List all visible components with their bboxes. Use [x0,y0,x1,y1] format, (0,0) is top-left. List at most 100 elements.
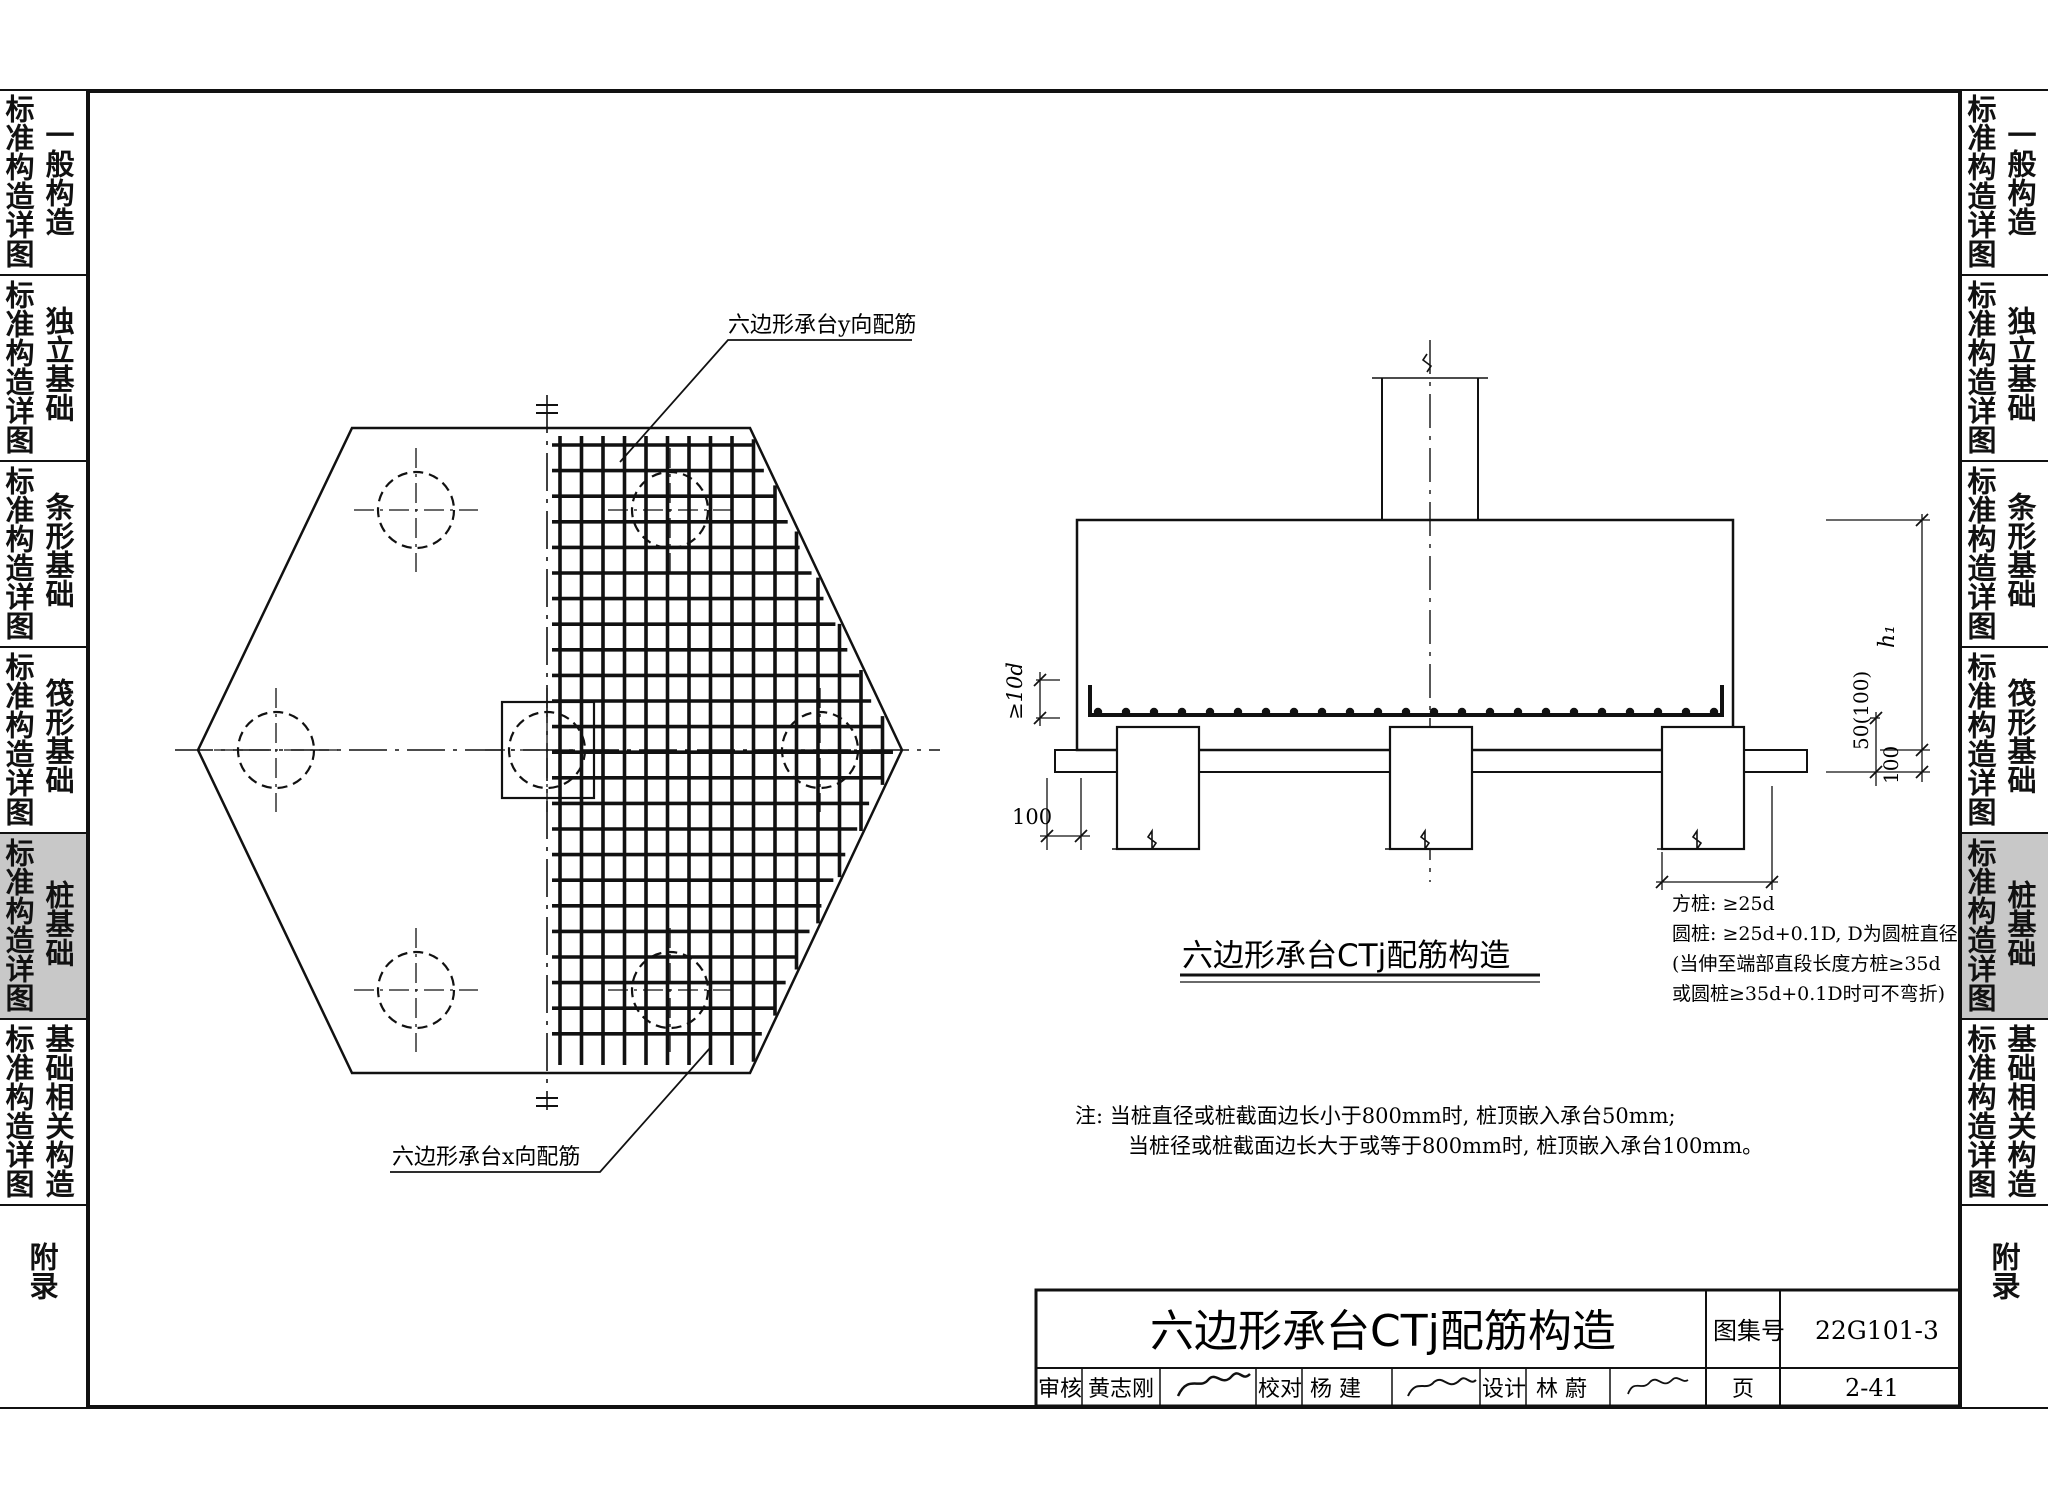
tab-category: 标准构造详图 [1,466,35,640]
tab-category: 标准构造详图 [1963,1024,1997,1198]
pile-circle [376,950,456,1030]
dim-100-left: 100 [1012,805,1052,829]
page-number: 2-41 [1845,1374,1899,1402]
rebar-dot [1457,707,1467,717]
checker-signature [1407,1377,1477,1397]
tab-category: 标准构造详图 [1,838,35,1012]
rebar-dot [1709,707,1719,717]
tab-appendix[interactable]: 附录 [0,1206,86,1392]
dim-100-right: 100 [1879,746,1903,784]
leader-y-rebar [619,339,912,463]
anchor-square: 方桩: ≥25d [1672,893,1775,915]
tab-category: 标准构造详图 [1,652,35,826]
atlas-number: 22G101-3 [1815,1316,1939,1345]
tab-label: 一般构造 [41,120,75,236]
tab-label: 附录 [25,1242,59,1300]
label-x-rebar: 六边形承台x向配筋 [392,1145,580,1170]
tab-isolated-foundation[interactable]: 标准构造详图 独立基础 [0,276,86,462]
dim-10d: ≥10d [1003,662,1027,720]
rebar-dot [1345,707,1355,717]
tab-label: 一般构造 [2003,120,2037,236]
tab-appendix[interactable]: 附录 [1962,1206,2048,1392]
note-line-1: 注: 当桩直径或桩截面边长小于800mm时, 桩顶嵌入承台50mm; [1075,1104,1676,1128]
rebar-dot [1121,707,1131,717]
page-label: 页 [1732,1377,1754,1402]
left-sidebar: 标准构造详图 一般构造 标准构造详图 独立基础 标准构造详图 条形基础 标准构造… [0,90,86,1408]
tab-label: 基础相关构造 [2003,1024,2037,1198]
rebar-dot [1261,707,1271,717]
rebar-dot [1373,707,1383,717]
tab-pile-foundation[interactable]: 标准构造详图 桩基础 [1962,834,2048,1020]
anchor-note-1: (当伸至端部直段长度方桩≥35d [1672,953,1941,975]
leader-x-rebar [390,1047,711,1173]
pile-circle [236,710,316,790]
label-y-rebar: 六边形承台y向配筋 [728,313,916,338]
anchor-round: 圆桩: ≥25d+0.1D, D为圆桩直径 [1672,923,1958,945]
rebar-dots [1093,707,1719,717]
rebar-dot [1597,707,1607,717]
tab-raft-foundation[interactable]: 标准构造详图 筏形基础 [1962,648,2048,834]
title-block: 六边形承台CTj配筋构造 图集号 22G101-3 审核 黄志刚 校对 杨 建 … [1034,1288,1962,1408]
review-label: 审核 [1038,1377,1082,1402]
tab-general[interactable]: 标准构造详图 一般构造 [0,90,86,276]
rebar-dot [1653,707,1663,717]
check-label: 校对 [1258,1377,1302,1402]
tab-label: 条形基础 [2003,492,2037,608]
pile-right [1660,725,1746,851]
tab-category: 标准构造详图 [1963,466,1997,640]
rebar-dot [1177,707,1187,717]
right-sidebar: 标准构造详图 一般构造 标准构造详图 独立基础 标准构造详图 条形基础 标准构造… [1962,90,2048,1408]
tab-category: 标准构造详图 [1,1024,35,1198]
design-label: 设计 [1482,1377,1526,1402]
tab-related-construction[interactable]: 标准构造详图 基础相关构造 [1962,1020,2048,1206]
rebar-dot [1289,707,1299,717]
checker-name: 杨 建 [1310,1377,1361,1402]
rebar-dot [1625,707,1635,717]
rebar-dot [1093,707,1103,717]
tab-label: 基础相关构造 [41,1024,75,1198]
tab-strip-foundation[interactable]: 标准构造详图 条形基础 [1962,462,2048,648]
designer-signature [1627,1377,1689,1395]
pile-group [214,448,882,1052]
note-line-2: 当桩径或桩截面边长大于或等于800mm时, 桩顶嵌入承台100mm。 [1128,1134,1763,1158]
pile-left [1115,725,1201,851]
rebar-dot [1149,707,1159,717]
rebar-dot [1681,707,1691,717]
tab-label: 筏形基础 [2003,678,2037,794]
pile-circle [780,710,860,790]
anchor-note-2: 或圆桩≥35d+0.1D时可不弯折) [1672,983,1945,1005]
rebar-dot [1401,707,1411,717]
tab-pile-foundation[interactable]: 标准构造详图 桩基础 [0,834,86,1020]
tab-category: 标准构造详图 [1963,838,1997,1012]
dim-50-100: 50(100) [1849,671,1873,750]
pile-circle [630,470,710,550]
tab-strip-foundation[interactable]: 标准构造详图 条形基础 [0,462,86,648]
tab-label: 独立基础 [2003,306,2037,422]
section-view: ≥10d 100 h₁ 50(100) 100 方桩: ≥25d 圆桩: ≥25… [1003,340,1958,1005]
tab-label: 附录 [1987,1242,2021,1300]
tab-general[interactable]: 标准构造详图 一般构造 [1962,90,2048,276]
rebar-dot [1233,707,1243,717]
tab-label: 独立基础 [41,306,75,422]
reviewer-name: 黄志刚 [1088,1377,1154,1402]
rebar-dot [1485,707,1495,717]
tab-related-construction[interactable]: 标准构造详图 基础相关构造 [0,1020,86,1206]
rebar-dot [1429,707,1439,717]
rebar-dot [1569,707,1579,717]
drawing-frame [86,89,1962,1409]
rebar-dot [1513,707,1523,717]
section-title: 六边形承台CTj配筋构造 [1182,938,1510,974]
pile-circle [630,950,710,1030]
tab-raft-foundation[interactable]: 标准构造详图 筏形基础 [0,648,86,834]
atlas-label: 图集号 [1713,1317,1785,1345]
tab-category: 标准构造详图 [1,280,35,454]
pile-middle [1388,725,1474,851]
rebar-dot [1317,707,1327,717]
designer-name: 林 蔚 [1536,1377,1587,1402]
pile-circle [376,470,456,550]
tab-label: 筏形基础 [41,678,75,794]
tab-isolated-foundation[interactable]: 标准构造详图 独立基础 [1962,276,2048,462]
rebar-dot [1205,707,1215,717]
hexagon-plan: 六边形承台y向配筋 六边形承台x向配筋 [175,313,940,1173]
